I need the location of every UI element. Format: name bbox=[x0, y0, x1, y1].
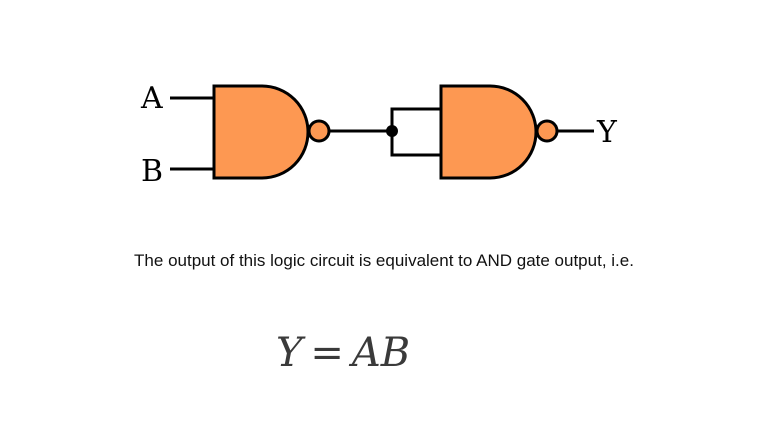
nand-gate-1-bubble bbox=[307, 119, 331, 143]
input-label-a: A bbox=[140, 81, 163, 116]
equation-lhs: Y bbox=[276, 330, 303, 376]
input-label-b: B bbox=[141, 154, 163, 189]
nand-gate-1 bbox=[212, 84, 310, 180]
nand-gate-2 bbox=[439, 84, 538, 180]
gate-2-input-wire-top bbox=[390, 107, 443, 131]
boolean-equation: Y=AB bbox=[276, 330, 410, 376]
gate-2-input-wire-bottom bbox=[390, 131, 443, 157]
output-label-y: Y bbox=[596, 115, 618, 150]
equation-sign: = bbox=[310, 330, 344, 376]
nand-gate-2-bubble bbox=[535, 119, 559, 143]
caption-text: The output of this logic circuit is equi… bbox=[134, 251, 634, 270]
equation-rhs: AB bbox=[351, 330, 411, 376]
